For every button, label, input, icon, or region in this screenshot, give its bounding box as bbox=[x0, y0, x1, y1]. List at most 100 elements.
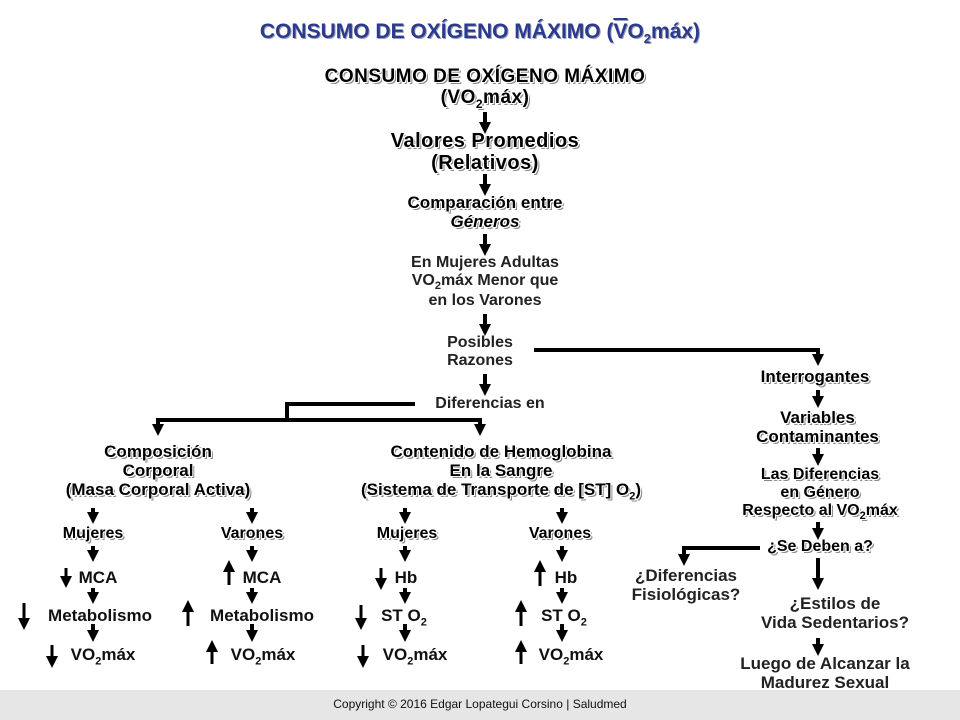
variables-line1: Variables bbox=[780, 408, 855, 427]
c3-sub: 2 bbox=[407, 655, 414, 668]
c2-vo2max: VO2máx bbox=[218, 645, 308, 668]
hemo-line3-a: (Sistema de Transporte de [ST] O bbox=[360, 480, 630, 500]
las-dif-line3-sub: 2 bbox=[859, 510, 866, 522]
c2-group-label: Varones bbox=[197, 525, 307, 543]
slide-title-v: V bbox=[613, 20, 628, 43]
valores-line1: Valores Promedios bbox=[390, 130, 580, 152]
las-dif-line3: Respecto al VO2máx bbox=[700, 502, 940, 523]
diferencias-text: Diferencias en bbox=[435, 395, 545, 412]
c2-max: máx bbox=[261, 645, 296, 664]
hemo-line3-b: ) bbox=[635, 480, 642, 500]
valores-node: Valores Promedios (Relativos) bbox=[330, 130, 640, 175]
c4-vo: VO bbox=[538, 645, 564, 664]
c1-group-text: Mujeres bbox=[62, 525, 124, 542]
c3-st: ST O bbox=[381, 606, 421, 625]
c1-group-label: Mujeres bbox=[38, 525, 148, 543]
variables-line2: Contaminantes bbox=[756, 427, 879, 447]
las-dif-line1: Las Diferencias bbox=[760, 466, 880, 483]
las-dif-line2: en Género bbox=[780, 483, 860, 501]
slide-title-text: CONSUMO DE OXÍGENO MÁXIMO ( bbox=[259, 20, 614, 43]
mujeres-adultas-line2: VO2máx Menor que bbox=[360, 272, 610, 293]
hemo-line3: (Sistema de Transporte de [ST] O2) bbox=[296, 480, 706, 503]
c2-sub: 2 bbox=[255, 655, 262, 668]
c4-sub: 2 bbox=[563, 655, 570, 668]
las-dif-line3-a: Respecto al VO bbox=[742, 501, 860, 519]
root-line2-b: máx) bbox=[483, 87, 530, 109]
hemo-line1: Contenido de Hemoglobina bbox=[390, 442, 612, 461]
luego-node: Luego de Alcanzar la Madurez Sexual bbox=[710, 654, 940, 692]
las-diferencias-node: Las Diferencias en Género Respecto al VO… bbox=[700, 466, 940, 522]
hemoglobina-node: Contenido de Hemoglobina En la Sangre (S… bbox=[296, 442, 706, 503]
root-node: CONSUMO DE OXÍGENO MÁXIMO (VO2máx) bbox=[280, 66, 690, 112]
estilos-node: ¿Estilos de Vida Sedentarios? bbox=[740, 594, 930, 632]
c4-st-sub: 2 bbox=[580, 616, 587, 629]
c4-vo2max: VO2máx bbox=[526, 645, 616, 668]
c3-group-text: Mujeres bbox=[376, 525, 438, 542]
copyright-text: Copyright © 2016 Edgar Lopategui Corsino… bbox=[333, 697, 627, 711]
hemo-line2: En la Sangre bbox=[449, 461, 553, 481]
c3-group-label: Mujeres bbox=[352, 525, 462, 543]
dif-fisio-line2: Fisiológicas? bbox=[631, 585, 741, 605]
luego-line2: Madurez Sexual bbox=[760, 673, 890, 693]
slide-title: CONSUMO DE OXÍGENO MÁXIMO (VO2máx) bbox=[0, 20, 960, 47]
c1-vo2max: VO2máx bbox=[58, 645, 148, 668]
composicion-node: Composición Corporal (Masa Corporal Acti… bbox=[18, 442, 298, 499]
root-line2-sub: 2 bbox=[475, 97, 484, 112]
c1-metabolismo: Metabolismo bbox=[30, 606, 170, 625]
root-line2-a: (VO bbox=[440, 87, 476, 109]
mujeres-adultas-line1: En Mujeres Adultas bbox=[411, 254, 559, 271]
c4-hb: Hb bbox=[544, 568, 588, 587]
mujeres-adultas-node: En Mujeres Adultas VO2máx Menor que en l… bbox=[360, 254, 610, 310]
mujeres-adultas-vo: VO bbox=[411, 271, 435, 289]
comp-line1: Composición bbox=[104, 442, 212, 461]
comparacion-line1: Comparación entre bbox=[407, 193, 563, 212]
connector-diferencias-hemoglobina bbox=[287, 418, 486, 436]
comparacion-line2: Géneros bbox=[450, 212, 520, 232]
c3-hb-text: Hb bbox=[394, 568, 418, 587]
diferencias-node: Diferencias en bbox=[410, 395, 570, 413]
c2-metab-text: Metabolismo bbox=[210, 606, 314, 625]
c1-mca: MCA bbox=[68, 568, 128, 587]
comparacion-node: Comparación entre Géneros bbox=[360, 193, 610, 231]
las-dif-line3-b: máx bbox=[865, 501, 898, 519]
interrogantes-node: Interrogantes bbox=[720, 367, 910, 386]
dif-fisio-line1: ¿Diferencias bbox=[634, 566, 738, 585]
slide-title-sub: 2 bbox=[643, 31, 652, 47]
c1-metab-text: Metabolismo bbox=[48, 606, 152, 625]
connector-sedeben-fisiologicas bbox=[678, 546, 760, 566]
c3-st-o2: ST O2 bbox=[364, 606, 444, 629]
c3-max: máx bbox=[413, 645, 448, 664]
comp-line3: (Masa Corporal Activa) bbox=[65, 480, 251, 500]
mujeres-adultas-line3: en los Varones bbox=[428, 292, 542, 310]
comp-line2: Corporal bbox=[122, 461, 194, 481]
c2-group-text: Varones bbox=[220, 525, 284, 542]
c2-vo: VO bbox=[230, 645, 256, 664]
posibles-line1: Posibles bbox=[447, 334, 513, 351]
c4-group-text: Varones bbox=[528, 525, 592, 542]
dif-fisiologicas-node: ¿Diferencias Fisiológicas? bbox=[606, 566, 766, 604]
c3-vo: VO bbox=[382, 645, 408, 664]
se-deben-text: ¿Se Deben a? bbox=[767, 538, 873, 555]
c4-group-label: Varones bbox=[505, 525, 615, 543]
c1-vo: VO bbox=[70, 645, 96, 664]
c3-vo2max: VO2máx bbox=[370, 645, 460, 668]
c2-mca: MCA bbox=[232, 568, 292, 587]
c4-max: máx bbox=[569, 645, 604, 664]
slide-title-o: O bbox=[627, 20, 644, 43]
c2-metabolismo: Metabolismo bbox=[192, 606, 332, 625]
connector-diferencias-composicion bbox=[152, 402, 415, 436]
mujeres-adultas-sub: 2 bbox=[434, 280, 441, 293]
root-line2: (VO2máx) bbox=[280, 87, 690, 111]
c1-sub: 2 bbox=[95, 655, 102, 668]
c1-max: máx bbox=[101, 645, 136, 664]
c4-st-o2: ST O2 bbox=[524, 606, 604, 629]
posibles-line2: Razones bbox=[447, 351, 513, 369]
c4-st: ST O bbox=[541, 606, 581, 625]
interrogantes-text: Interrogantes bbox=[760, 367, 870, 386]
se-deben-node: ¿Se Deben a? bbox=[750, 538, 890, 556]
valores-line2: (Relativos) bbox=[431, 152, 539, 175]
posibles-node: Posibles Razones bbox=[420, 334, 540, 370]
estilos-line2: Vida Sedentarios? bbox=[760, 613, 909, 633]
c4-hb-text: Hb bbox=[554, 568, 578, 587]
